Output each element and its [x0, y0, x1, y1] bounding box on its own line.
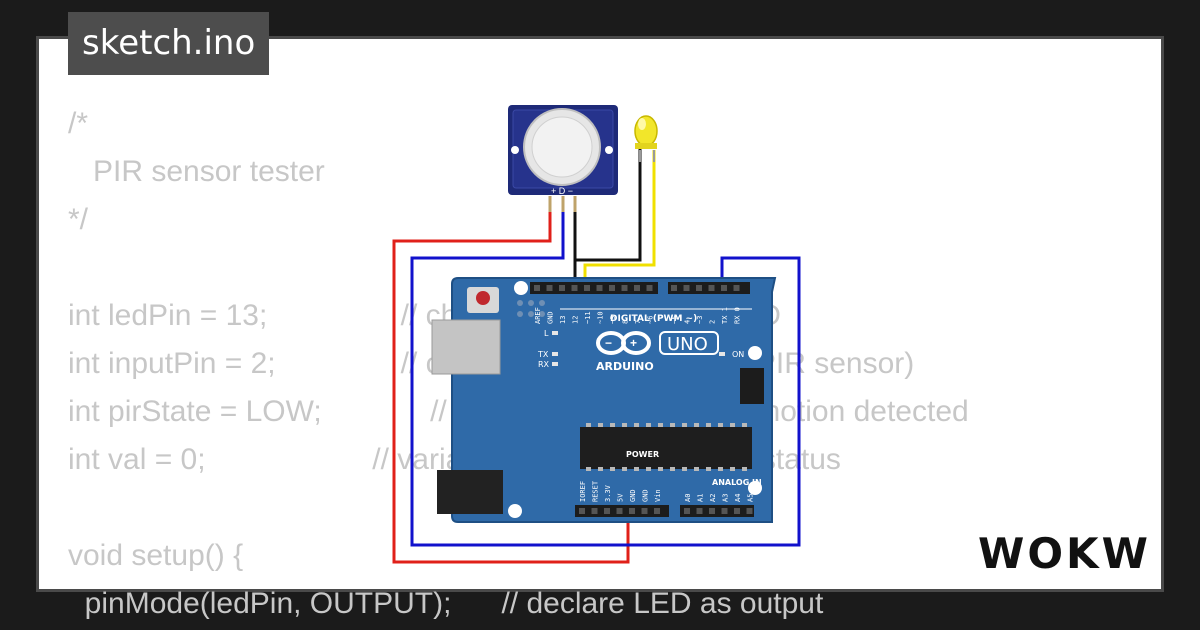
svg-text:UNO: UNO	[667, 334, 708, 355]
digital-pin-label: ~3	[696, 316, 704, 324]
svg-text:POWER: POWER	[626, 450, 659, 459]
digital-pin[interactable]	[721, 285, 727, 291]
led-yellow[interactable]	[634, 115, 658, 162]
svg-text:+: +	[630, 336, 637, 350]
svg-text:−: −	[605, 336, 612, 350]
header-pin[interactable]	[734, 508, 740, 514]
power-pin-label: GND	[642, 489, 650, 502]
digital-pin-label: 4	[684, 320, 692, 324]
digital-pin-label: 7	[634, 320, 642, 324]
analog-header[interactable]	[680, 505, 754, 517]
header-pin[interactable]	[684, 508, 690, 514]
power-pin-label: GND	[629, 489, 637, 502]
digital-pin-label: AREF	[534, 307, 542, 324]
pir-sensor[interactable]: + D −	[508, 105, 618, 212]
digital-pin-label: ~6	[647, 316, 655, 324]
digital-pin-label: 8	[622, 320, 630, 324]
code-line[interactable]: /*	[68, 107, 89, 140]
digital-pin-label: RX 0	[734, 307, 742, 324]
svg-text:RX: RX	[538, 360, 550, 369]
svg-text:DIGITAL (PWM ~): DIGITAL (PWM ~)	[610, 314, 697, 324]
code-line[interactable]: */	[68, 203, 89, 236]
power-pin-label: IOREF	[579, 481, 587, 502]
svg-text:ARDUINO: ARDUINO	[596, 360, 654, 373]
header-pin[interactable]	[629, 508, 635, 514]
wire-vcc[interactable]	[392, 208, 630, 564]
digital-pin[interactable]	[733, 285, 740, 291]
analog-pin-label: A5	[747, 494, 755, 502]
analog-pin-label: A4	[734, 494, 742, 502]
wire-gnd-blue[interactable]	[410, 208, 801, 547]
svg-text:TX: TX	[537, 350, 549, 359]
digital-pin-label: ~10	[597, 311, 605, 324]
digital-pin[interactable]	[696, 285, 702, 291]
wokwi-logo: WOKWi	[978, 529, 1153, 578]
code-line[interactable]: pinMode(ledPin, OUTPUT); // declare LED …	[68, 587, 824, 620]
icsp-header	[740, 368, 764, 404]
digital-pin[interactable]	[683, 285, 690, 291]
digital-pin[interactable]	[646, 285, 653, 291]
power-pin-label: 5V	[617, 493, 625, 502]
file-tab[interactable]: sketch.ino	[68, 12, 270, 75]
header-pin[interactable]	[709, 508, 715, 514]
digital-pin-label: ~9	[609, 316, 617, 324]
digital-pin-label: 13	[559, 316, 567, 324]
analog-pin-label: A1	[697, 494, 705, 502]
header-pin[interactable]	[721, 508, 728, 514]
header-pin[interactable]	[654, 508, 660, 514]
wire-gnd-black[interactable]	[573, 145, 642, 262]
digital-pin[interactable]	[534, 285, 540, 291]
digital-header[interactable]	[530, 282, 750, 294]
header-pin[interactable]	[604, 508, 610, 514]
svg-text:L: L	[544, 329, 549, 338]
digital-pin[interactable]	[621, 285, 628, 291]
svg-text:ANALOG IN: ANALOG IN	[712, 478, 762, 487]
digital-pin[interactable]	[634, 285, 640, 291]
svg-text:WOKWi: WOKWi	[978, 529, 1153, 578]
digital-pin-label: ~11	[584, 311, 592, 324]
digital-pin-label: GND	[547, 311, 555, 324]
digital-pin[interactable]	[609, 285, 615, 291]
header-pin[interactable]	[579, 508, 585, 514]
analog-pin-label: A2	[709, 494, 717, 502]
digital-pin[interactable]	[584, 285, 590, 291]
code-line[interactable]: PIR sensor tester	[68, 155, 325, 188]
header-pin[interactable]	[616, 508, 623, 514]
analog-pin-label: A0	[684, 494, 692, 502]
digital-pin[interactable]	[708, 285, 715, 291]
analog-pin-label: A3	[722, 494, 730, 502]
digital-pin[interactable]	[546, 285, 553, 291]
digital-pin-label: ~5	[671, 316, 679, 324]
digital-pin[interactable]	[559, 285, 565, 291]
atmega-chip	[580, 423, 752, 471]
svg-text:ON: ON	[732, 350, 744, 359]
header-pin[interactable]	[746, 508, 753, 514]
power-pin-label: RESET	[592, 480, 600, 502]
digital-pin-label: TX 1	[721, 307, 729, 324]
header-pin[interactable]	[591, 508, 598, 514]
digital-pin-label: 12	[572, 316, 580, 324]
pir-pin-labels: + D −	[551, 186, 573, 196]
digital-pin[interactable]	[571, 285, 578, 291]
digital-pin-label: 2	[709, 320, 717, 324]
power-pin-label: 3.3V	[604, 484, 612, 502]
code-line[interactable]: void setup() {	[68, 539, 244, 572]
power-pin-label: Vin	[654, 489, 662, 502]
arduino-logo: − + UNO ARDUINO	[596, 331, 719, 373]
digital-pin[interactable]	[671, 285, 677, 291]
digital-pin[interactable]	[596, 285, 603, 291]
header-pin[interactable]	[696, 508, 703, 514]
header-pin[interactable]	[641, 508, 648, 514]
